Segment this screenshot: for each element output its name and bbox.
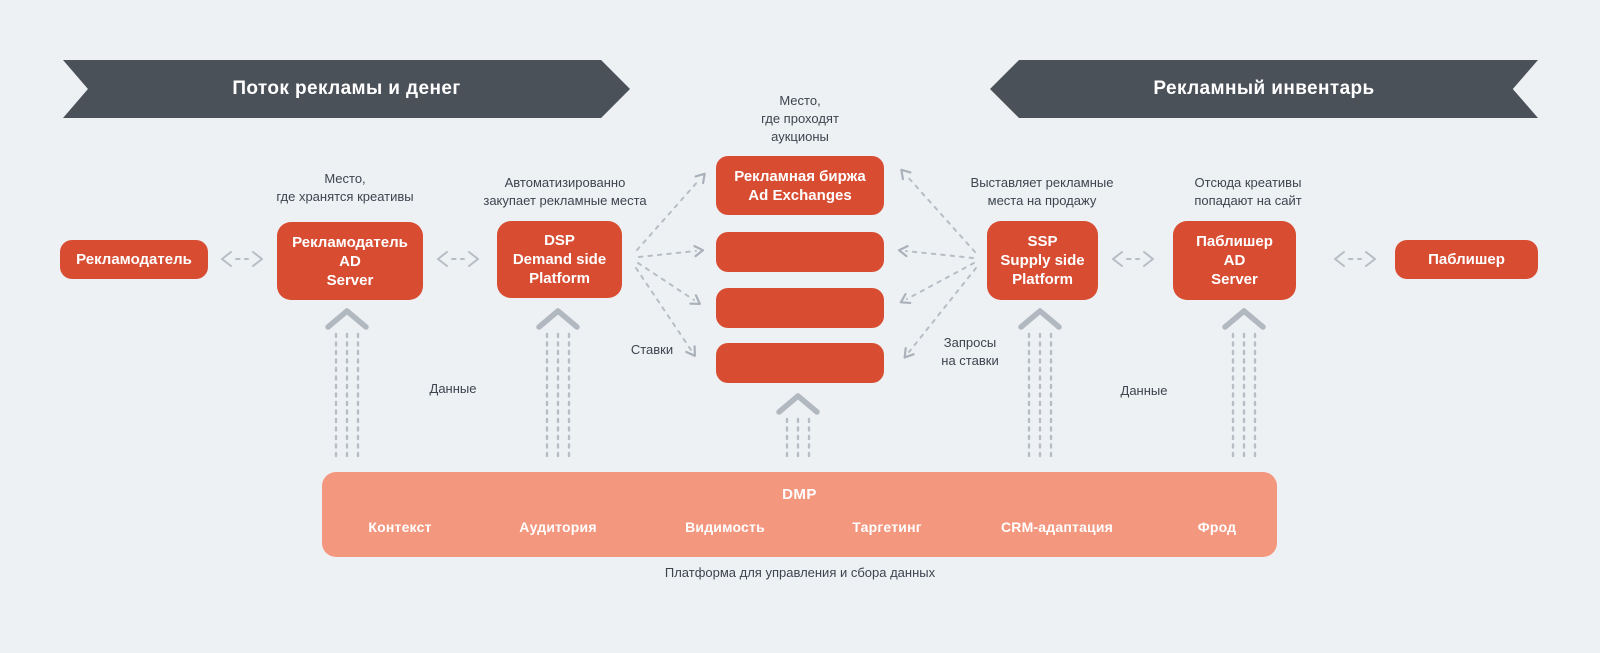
- node-advertiser: Рекламодатель: [60, 240, 208, 279]
- node-advertiser-ad-server: Рекламодатель AD Server: [277, 222, 423, 300]
- note-data-right: Данные: [1120, 383, 1168, 398]
- note-bids: Ставки: [630, 342, 674, 357]
- link-pubadserver-publisher: [1334, 251, 1376, 267]
- arrow-ssp-to-exchange-1: [900, 168, 976, 253]
- arrow-ssp-to-exchange-2: [897, 245, 974, 259]
- link-adserver-dsp: [437, 251, 479, 267]
- node-publisher: Паблишер: [1395, 240, 1538, 279]
- node-dsp: DSP Demand side Platform: [497, 221, 622, 298]
- dmp-caption: Платформа для управления и сбора данных: [664, 565, 936, 580]
- data-arrow-dmp-to-pub-adserver: [1222, 308, 1266, 459]
- link-ssp-pubadserver: [1112, 251, 1154, 267]
- dmp-item-context: Контекст: [368, 519, 432, 535]
- dmp-item-targeting: Таргетинг: [852, 519, 922, 535]
- node-ad-exchange: Рекламная биржа Ad Exchanges: [716, 156, 884, 215]
- arrow-dsp-to-exchange-3: [637, 262, 701, 305]
- banner-ad-money-flow: Поток рекламы и денег: [63, 60, 630, 118]
- node-publisher-ad-server: Паблишер AD Server: [1173, 221, 1296, 300]
- data-arrow-dmp-to-ssp: [1018, 308, 1062, 459]
- data-arrow-dmp-to-dsp: [536, 308, 580, 459]
- note-data-left: Данные: [429, 381, 477, 396]
- arrow-dsp-to-exchange-4: [635, 267, 696, 357]
- arrow-ssp-to-exchange-4: [903, 267, 977, 359]
- note-bid-requests: Запросы на ставки: [941, 335, 999, 368]
- banner-ad-money-flow-label: Поток рекламы и денег: [232, 78, 461, 99]
- note-auto-buying: Автоматизированно закупает рекламные мес…: [483, 175, 647, 208]
- dmp-panel: DMP Контекст Аудитория Видимость Таргети…: [322, 472, 1277, 557]
- data-arrow-dmp-to-advertiser-adserver: [325, 308, 369, 459]
- dmp-item-visibility: Видимость: [685, 519, 765, 535]
- banner-ad-inventory: Рекламный инвентарь: [990, 60, 1538, 118]
- banner-ad-inventory-label: Рекламный инвентарь: [1153, 78, 1375, 99]
- node-ad-exchange-slot-3: [716, 288, 884, 328]
- note-creatives-to-site: Отсюда креативы попадают на сайт: [1194, 175, 1302, 208]
- data-arrow-dmp-to-exchange: [776, 393, 820, 460]
- arrow-ssp-to-exchange-3: [899, 262, 975, 305]
- note-sell-placements: Выставляет рекламные места на продажу: [970, 175, 1114, 208]
- note-auction-place: Место, где проходят аукционы: [761, 93, 839, 144]
- node-ad-exchange-slot-4: [716, 343, 884, 383]
- node-ad-exchange-slot-2: [716, 232, 884, 272]
- dmp-item-fraud: Фрод: [1197, 519, 1237, 535]
- note-creatives-storage: Место, где хранятся креативы: [276, 171, 414, 204]
- link-advertiser-adserver: [221, 251, 263, 267]
- node-ssp: SSP Supply side Platform: [987, 221, 1098, 300]
- dmp-item-crm: CRM-адаптация: [1000, 519, 1114, 535]
- arrow-dsp-to-exchange-1: [636, 172, 706, 251]
- dmp-item-audience: Аудитория: [519, 519, 597, 535]
- dmp-title: DMP: [782, 486, 817, 503]
- arrow-dsp-to-exchange-2: [638, 245, 705, 258]
